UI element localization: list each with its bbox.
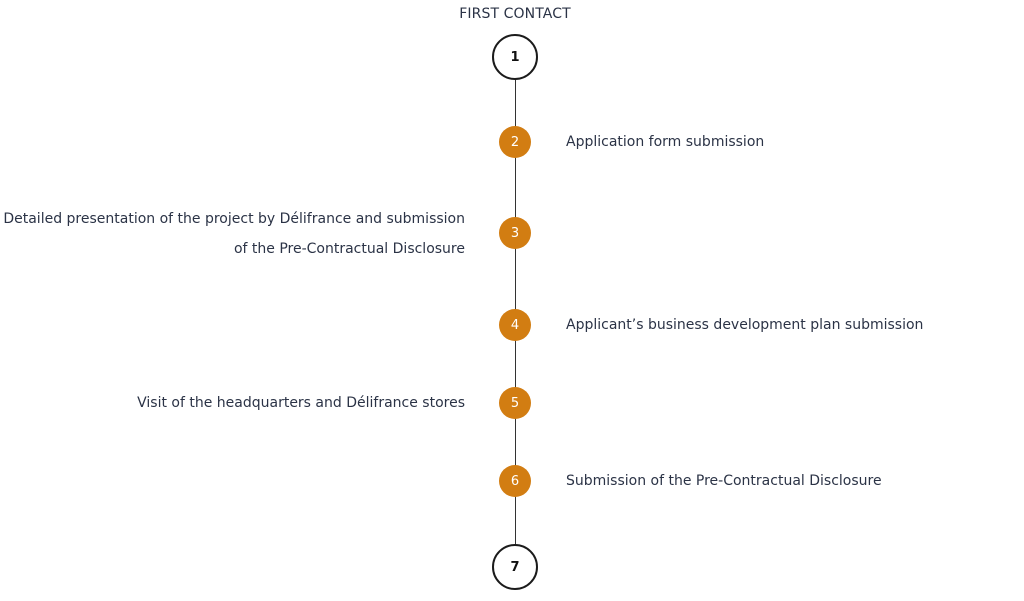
step-3-label-line-1: Detailed presentation of the project by … (3, 211, 465, 227)
step-3-node: 3 (499, 217, 531, 249)
step-2-node: 2 (499, 126, 531, 158)
step-4-label: Applicant’s business development plan su… (566, 317, 924, 333)
step-7-node: 7 (492, 544, 538, 590)
step-4-node: 4 (499, 309, 531, 341)
step-1-node: 1 (492, 34, 538, 80)
step-3-label-line-2: of the Pre-Contractual Disclosure (233, 241, 465, 257)
step-6-node: 6 (499, 465, 531, 497)
step-5-node: 5 (499, 387, 531, 419)
step-5-label: Visit of the headquarters and Délifrance… (137, 395, 465, 411)
timeline-title: FIRST CONTACT (459, 6, 571, 22)
step-2-label: Application form submission (566, 134, 765, 150)
step-6-label: Submission of the Pre-Contractual Disclo… (566, 473, 882, 489)
